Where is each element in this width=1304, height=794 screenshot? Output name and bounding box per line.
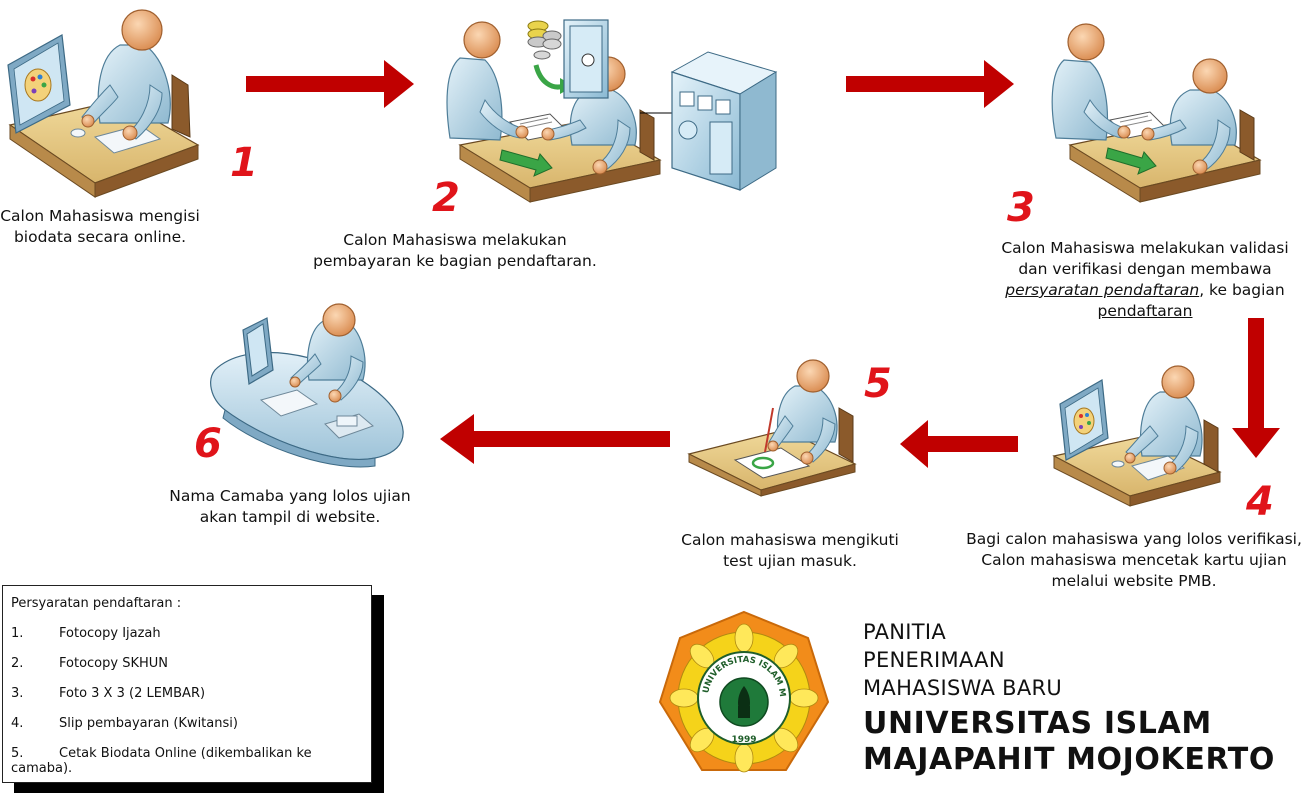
requirements-box: Persyaratan pendaftaran : 1. Fotocopy Ija… [2,585,372,783]
caption-line: test ujian masuk. [723,552,857,570]
step-5-number: 5 [864,361,892,407]
requirement-number: 4. [11,716,24,731]
requirements-link: persyaratan pendaftaran [1005,281,1200,299]
step-6-caption: Nama Camaba yang lolos ujian akan tampil… [160,486,420,528]
caption-line: akan tampil di website. [199,508,381,526]
scene-2-illustration [446,19,778,203]
step-2-number: 2 [432,175,460,221]
requirement-text: Cetak Biodata Online (dikembalikan ke ca… [11,746,312,776]
requirement-number: 3. [11,686,24,701]
university-logo: UNIVERSITAS ISLAM MAJAPAHIT 1999 [654,603,830,773]
step-2-caption: Calon Mahasiswa melakukan pembayaran ke … [300,230,610,272]
step-3-number: 3 [1007,185,1035,231]
caption-line: biodata secara online. [13,228,187,246]
scene-6-illustration [210,303,404,468]
org-line-5: MAJAPAHIT MOJOKERTO [863,742,1275,777]
scene-4-illustration [1052,365,1222,507]
requirement-text: Slip pembayaran (Kwitansi) [59,716,238,731]
arrow-5-to-6 [440,414,670,464]
caption-line: pendaftaran [1097,302,1193,320]
requirement-text: Foto 3 X 3 (2 LEMBAR) [59,686,206,701]
requirement-text: Fotocopy SKHUN [59,656,168,671]
scene-1-illustration [7,9,200,198]
arrow-2-to-3 [846,60,1014,108]
caption-line: pembayaran ke bagian pendaftaran. [313,252,597,270]
step-6-number: 6 [194,421,222,467]
requirement-number: 5. [11,746,24,761]
org-line-3: MAHASISWA BARU [863,676,1063,700]
caption-line: Nama Camaba yang lolos ujian [169,487,411,505]
org-line-4: UNIVERSITAS ISLAM [863,706,1212,741]
requirements-title: Persyaratan pendaftaran : [11,596,182,611]
step-3-caption: Calon Mahasiswa melakukan validasi dan v… [990,238,1300,322]
requirement-item: 4. Slip pembayaran (Kwitansi) [11,716,238,731]
org-line-2: PENERIMAAN [863,648,1005,672]
step-5-caption: Calon mahasiswa mengikuti test ujian mas… [670,530,910,572]
requirement-item: 5.Cetak Biodata Online (dikembalikan ke … [11,746,371,776]
caption-line: Calon Mahasiswa melakukan [343,231,567,249]
caption-line: Calon mahasiswa mencetak kartu ujian [981,551,1287,569]
step-4-caption: Bagi calon mahasiswa yang lolos verifika… [964,529,1304,592]
caption-line: Calon Mahasiswa mengisi [0,207,200,225]
requirement-text: Fotocopy Ijazah [59,626,161,641]
requirement-number: 2. [11,656,24,671]
arrow-1-to-2 [246,60,414,108]
caption-line: Bagi calon mahasiswa yang lolos verifika… [966,530,1302,548]
arrow-4-to-5 [900,420,1018,468]
caption-line: Calon mahasiswa mengikuti [681,531,899,549]
arrow-3-to-4 [1232,318,1280,458]
caption-line: melalui website PMB. [1051,572,1217,590]
step-4-number: 4 [1246,479,1274,525]
logo-year: 1999 [731,735,756,745]
requirement-item: 1. Fotocopy Ijazah [11,626,161,641]
org-line-1: PANITIA [863,620,947,644]
requirement-number: 1. [11,626,24,641]
step-1-number: 1 [230,140,258,186]
caption-line: Calon Mahasiswa melakukan validasi [1001,239,1289,257]
caption-line: , ke bagian [1199,281,1285,299]
step-1-caption: Calon Mahasiswa mengisi biodata secara o… [0,206,200,248]
requirement-item: 3. Foto 3 X 3 (2 LEMBAR) [11,686,205,701]
scene-5-illustration [687,359,857,497]
scene-3-illustration [1051,23,1262,203]
requirement-item: 2. Fotocopy SKHUN [11,656,168,671]
caption-line: dan verifikasi dengan membawa [1018,260,1272,278]
